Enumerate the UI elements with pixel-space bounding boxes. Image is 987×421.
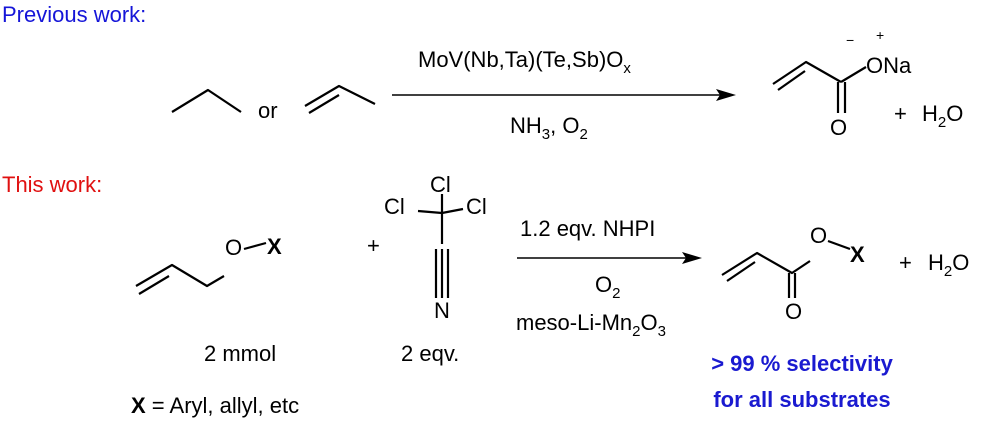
or-label: or: [258, 98, 278, 123]
propene-structure: [304, 84, 376, 114]
propane-structure: [171, 88, 242, 113]
negative-charge: −: [846, 32, 854, 48]
selectivity-line-1: > 99 % selectivity: [711, 351, 893, 376]
selectivity-line-2: for all substrates: [713, 387, 890, 412]
sodium-acrylate-structure: [772, 60, 867, 113]
product-carbonyl-oxygen: O: [785, 299, 802, 324]
substrate-amount: 2 mmol: [204, 341, 276, 366]
chlorine-right: Cl: [466, 194, 487, 219]
product-x-group: X: [850, 242, 865, 267]
reaction-arrow-previous: [392, 89, 736, 101]
acrylate-carbonyl-oxygen: O: [830, 115, 847, 140]
chlorine-left: Cl: [384, 194, 405, 219]
this-work-heading: This work:: [2, 172, 102, 197]
x-group-definition: X = Aryl, allyl, etc: [131, 393, 299, 418]
allyl-ether-structure: [135, 241, 267, 295]
water-this-work: H2O: [928, 250, 969, 280]
previous-work-heading: Previous work:: [2, 2, 146, 27]
conditions-label: NH3, O2: [510, 113, 588, 143]
catalyst-condition: meso-Li-Mn2O3: [516, 310, 666, 340]
substrate-ether-oxygen: O: [225, 235, 242, 260]
chlorine-top: Cl: [430, 172, 451, 197]
plus-sign-previous: +: [894, 101, 907, 126]
oxygen-condition: O2: [595, 272, 620, 302]
nitrile-nitrogen: N: [434, 298, 450, 323]
substrate-x-group: X: [267, 234, 282, 259]
catalyst-label: MoV(Nb,Ta)(Te,Sb)Ox: [418, 47, 631, 77]
positive-charge: +: [876, 27, 884, 43]
water-previous: H2O: [922, 101, 963, 131]
ester-oxygen: O: [810, 223, 827, 248]
reagent-amount: 2 eqv.: [401, 341, 459, 366]
nhpi-condition: 1.2 eqv. NHPI: [520, 216, 655, 241]
plus-sign-this-work: +: [899, 250, 912, 275]
sodium-oxide-label: ONa: [866, 53, 912, 78]
plus-sign-reactants: +: [367, 233, 380, 258]
trichloroacetonitrile-structure: [417, 194, 464, 298]
reaction-arrow-this-work: [517, 252, 702, 264]
acrylate-ester-structure: [721, 239, 851, 298]
